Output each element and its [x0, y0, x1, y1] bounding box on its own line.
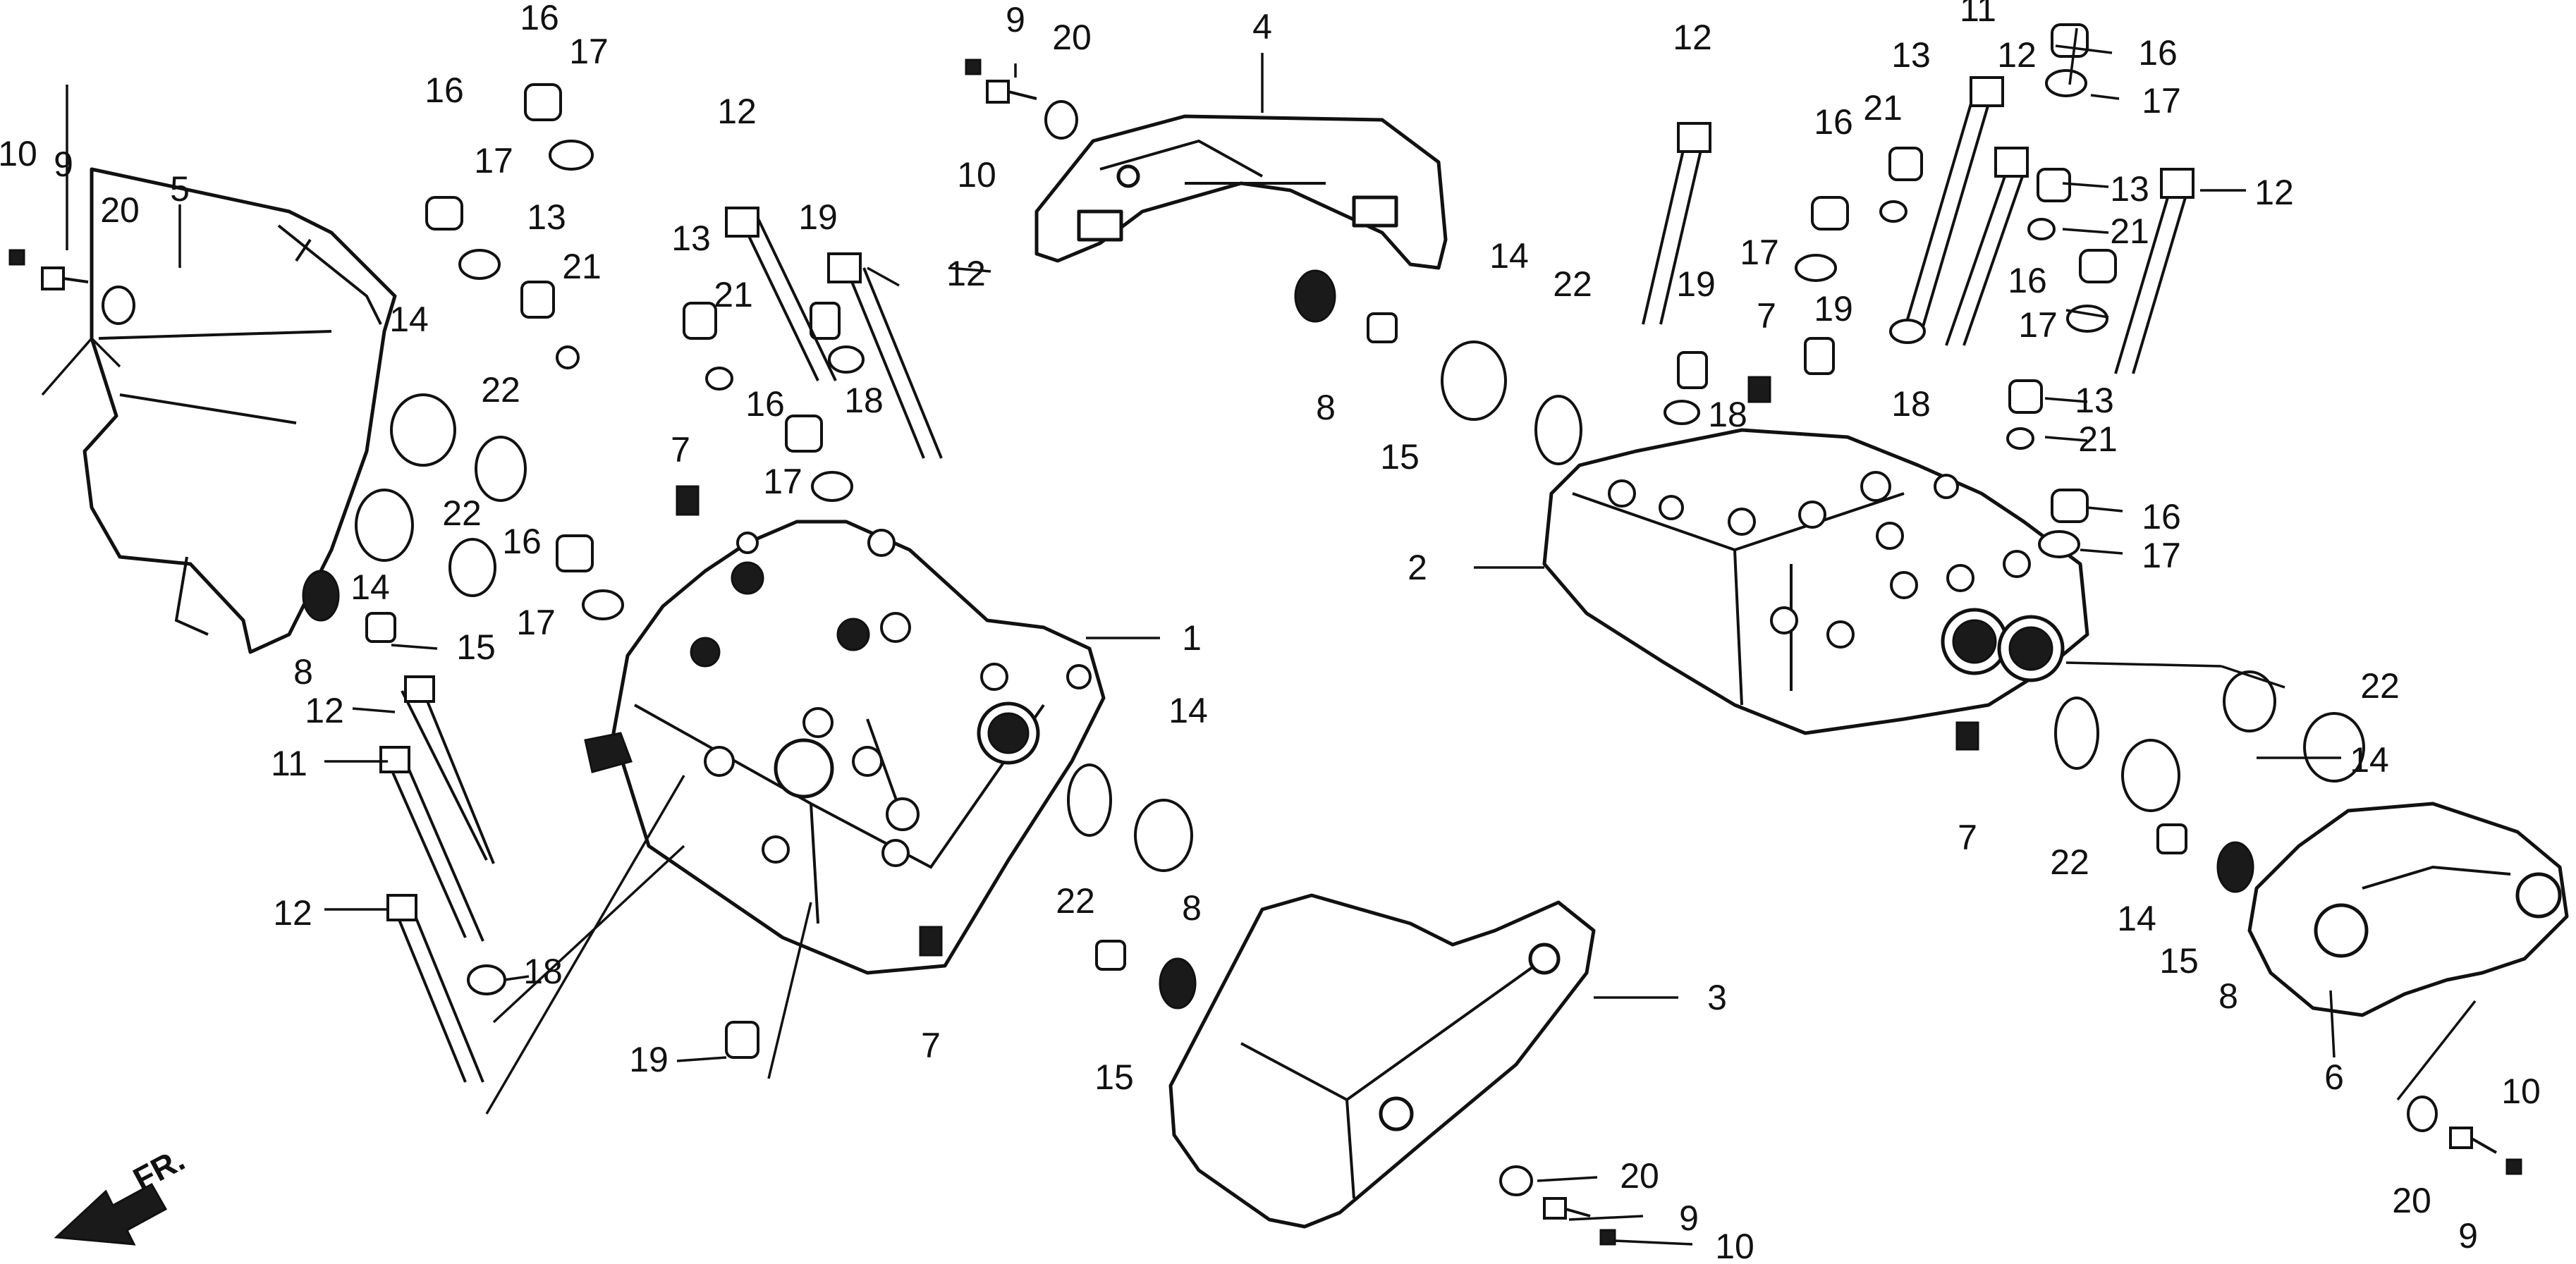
callout-14-d: 14 [1489, 236, 1529, 276]
callout-14-e: 14 [2117, 899, 2156, 938]
callout-16-g: 16 [2008, 261, 2047, 300]
callout-22-c: 22 [1056, 881, 1095, 921]
callout-8-right: 8 [2218, 976, 2238, 1016]
callout-5: 5 [170, 169, 190, 209]
callout-21-b: 21 [714, 275, 753, 314]
callout-21-a: 21 [562, 247, 602, 286]
callout-2: 2 [1408, 548, 1427, 587]
callout-16-b: 16 [520, 0, 559, 37]
callout-10-bottom: 10 [1715, 1227, 1754, 1264]
callout-7-right: 7 [1958, 818, 1977, 857]
callout-16-d: 16 [745, 384, 785, 424]
hardware-right [1294, 23, 2522, 1246]
callout-8-mid: 8 [1182, 888, 1202, 928]
callout-16-f: 16 [2138, 33, 2178, 73]
callout-14-f: 14 [2350, 740, 2389, 780]
callout-20-b: 20 [1052, 18, 1092, 57]
callout-10-br: 10 [2501, 1072, 2541, 1111]
callout-9-bottom: 9 [1679, 1198, 1699, 1238]
callout-19-c: 19 [1676, 264, 1716, 304]
callout-17-e: 17 [1740, 233, 1779, 272]
callout-20-a: 20 [100, 190, 140, 230]
hardware-left [8, 59, 1197, 1083]
callout-13-e: 13 [2075, 381, 2114, 420]
valve-cover-3 [1168, 893, 1596, 1229]
callout-12-a: 12 [305, 691, 344, 730]
callout-21-e: 21 [2078, 419, 2118, 459]
callout-22-a: 22 [481, 370, 520, 410]
side-cover-6 [2247, 802, 2569, 1017]
callout-16-a: 16 [425, 70, 464, 110]
callout-17-a: 17 [474, 141, 513, 180]
callout-7-mid: 7 [921, 1026, 941, 1065]
callout-15-c: 15 [1094, 1057, 1134, 1097]
callout-18-b: 18 [523, 952, 563, 991]
callout-20-c: 20 [1620, 1156, 1659, 1196]
callout-6: 6 [2324, 1057, 2344, 1097]
callout-16-c: 16 [502, 522, 542, 561]
callout-19-d: 19 [1814, 289, 1853, 329]
callout-4: 4 [1252, 7, 1272, 47]
callout-3: 3 [1707, 978, 1727, 1017]
callout-12-c: 12 [717, 92, 757, 131]
callout-14-b: 14 [350, 567, 390, 607]
callout-13-c: 13 [1891, 35, 1931, 75]
callout-12-f: 12 [1997, 35, 2037, 75]
callout-18-d: 18 [1891, 384, 1931, 424]
callout-17-f: 17 [2142, 81, 2181, 121]
callout-17-c: 17 [516, 603, 556, 642]
callout-13-b: 13 [671, 219, 711, 258]
callout-9-br: 9 [2458, 1216, 2478, 1256]
callout-10-tl: 10 [0, 134, 37, 173]
callout-12-g: 12 [2254, 173, 2294, 212]
callout-22-b: 22 [442, 493, 482, 533]
callout-22-e: 22 [2050, 842, 2089, 882]
callout-20-d: 20 [2392, 1181, 2431, 1220]
callout-18-c: 18 [1708, 395, 1747, 434]
callout-11-right: 11 [1960, 0, 1996, 29]
callout-7-left: 7 [671, 430, 690, 470]
callout-12-e: 12 [1673, 18, 1712, 57]
callout-8-top: 8 [1316, 388, 1336, 427]
callout-22-d: 22 [1553, 264, 1592, 304]
callout-14-c: 14 [1168, 691, 1208, 730]
callout-18-a: 18 [844, 381, 884, 420]
callout-15-a: 15 [456, 627, 496, 667]
callout-17-g: 17 [2018, 305, 2058, 345]
callout-15-d: 15 [2159, 941, 2199, 981]
callout-7-top: 7 [1757, 296, 1776, 336]
callout-12-d: 12 [946, 254, 986, 293]
callout-14-a: 14 [389, 300, 429, 339]
callout-19-a: 19 [798, 197, 838, 237]
callout-21-c: 21 [1863, 88, 1903, 128]
callout-22-f: 22 [2360, 666, 2400, 706]
callout-12-b: 12 [273, 893, 312, 933]
callout-16-h: 16 [2142, 497, 2181, 536]
front-direction-indicator: FR. [54, 1141, 190, 1246]
callout-9-tl: 9 [54, 145, 73, 184]
callout-17-d: 17 [763, 462, 802, 501]
callout-21-d: 21 [2110, 211, 2149, 251]
callout-10-top: 10 [957, 155, 996, 195]
valve-cover-4 [1034, 114, 1448, 270]
callout-11-left: 11 [271, 744, 307, 783]
cylinder-head-1 [584, 520, 1106, 975]
callout-17-h: 17 [2142, 536, 2181, 575]
callout-13-d: 13 [2110, 169, 2149, 209]
callout-9-top: 9 [1006, 0, 1025, 39]
callout-16-e: 16 [1814, 102, 1853, 142]
front-arrow-icon [54, 1182, 168, 1246]
side-cover-5 [83, 167, 397, 654]
callout-15-b: 15 [1380, 437, 1420, 477]
callout-8-left: 8 [293, 652, 313, 692]
cylinder-head-2 [1542, 428, 2089, 735]
callout-19-b: 19 [629, 1040, 669, 1079]
front-label: FR. [127, 1141, 190, 1198]
callout-13-a: 13 [527, 197, 566, 237]
callout-1: 1 [1182, 618, 1202, 658]
callout-17-b: 17 [569, 32, 609, 71]
leader-lines [41, 27, 2477, 1246]
